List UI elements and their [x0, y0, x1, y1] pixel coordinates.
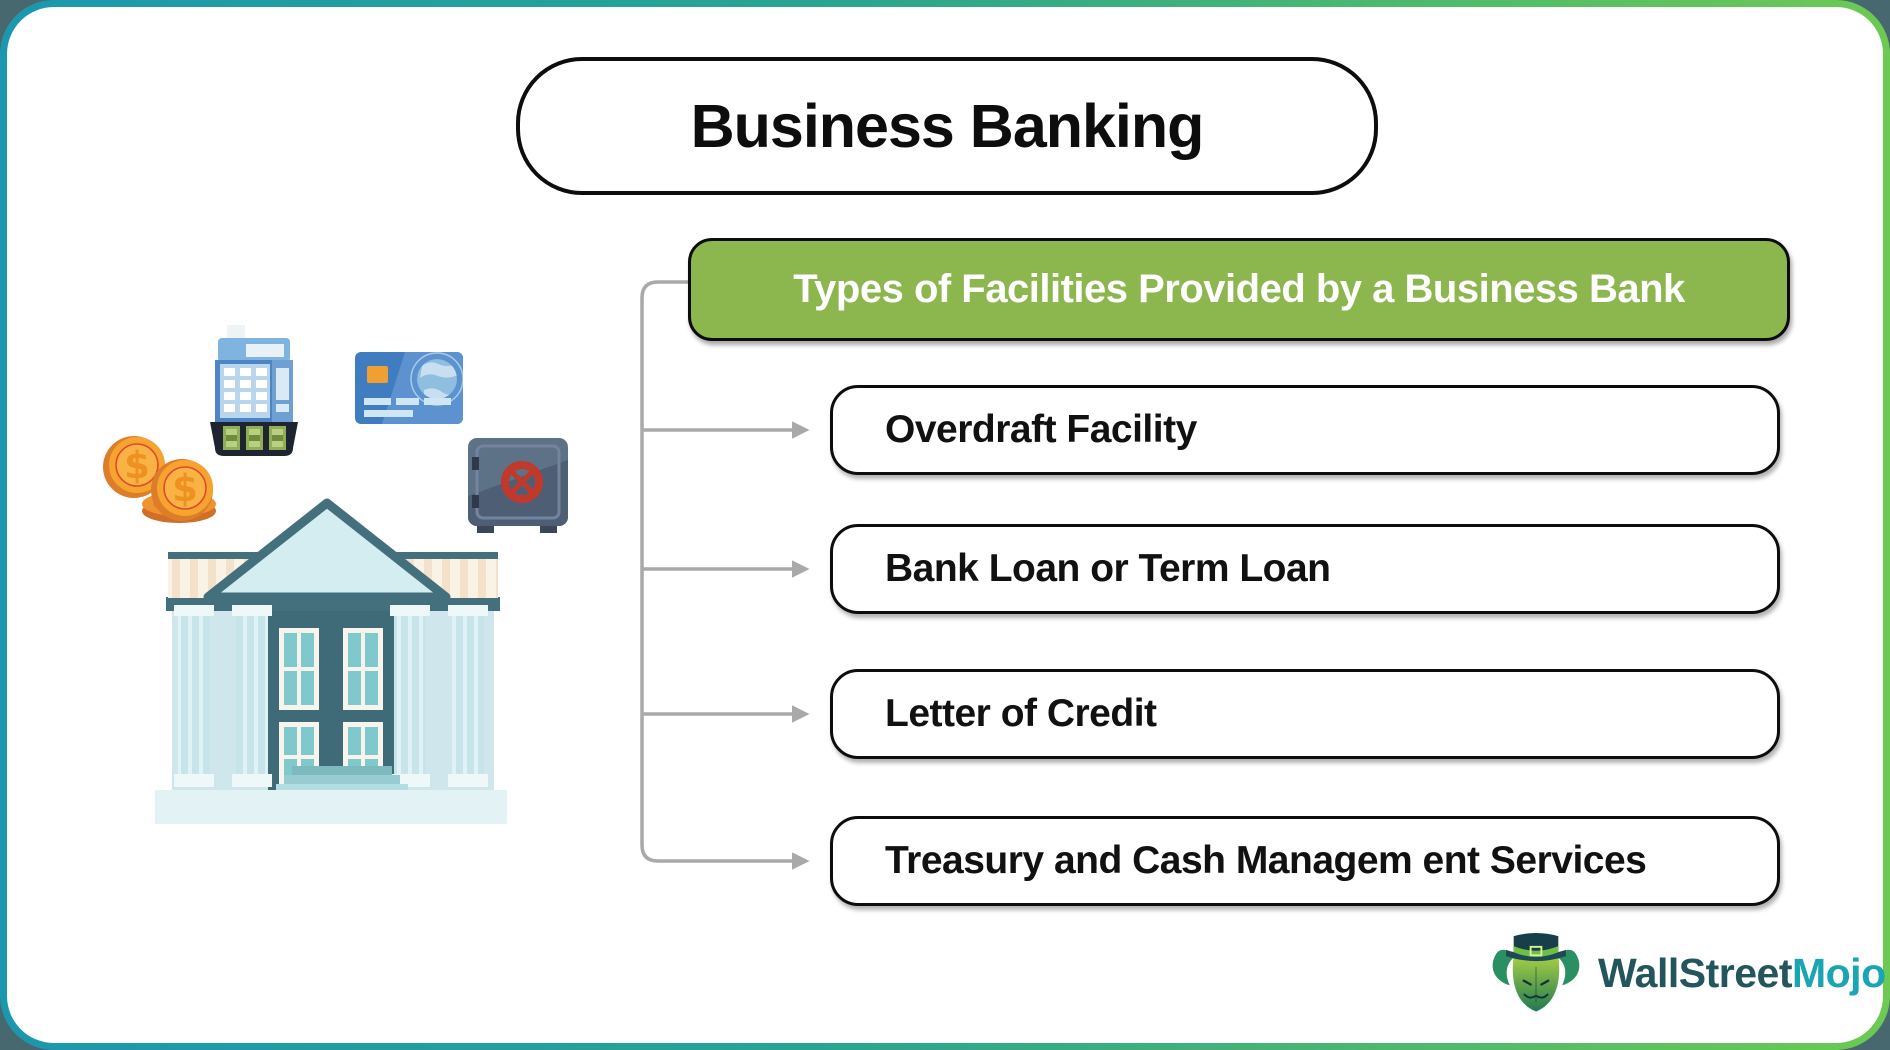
wallstreetmojo-logo: WallStreetMojo: [1486, 926, 1886, 1020]
logo-text-mojo: Mojo: [1791, 949, 1886, 996]
credit-card-icon: [355, 352, 463, 424]
facility-box-bank-loan: Bank Loan or Term Loan: [830, 524, 1780, 614]
bank-building-icon: [155, 498, 507, 824]
facility-label: Letter of Credit: [885, 692, 1157, 735]
bank-safe-icon: [468, 438, 568, 533]
bank-columns: [174, 605, 488, 787]
facility-label: Bank Loan or Term Loan: [885, 547, 1331, 590]
title-box: Business Banking: [516, 57, 1378, 195]
page-title: Business Banking: [690, 92, 1205, 160]
facility-box-treasury: Treasury and Cash Managem ent Services: [830, 816, 1780, 906]
header-box-label: Types of Facilities Provided by a Busine…: [793, 267, 1685, 311]
facility-label: Overdraft Facility: [885, 408, 1197, 451]
logo-text-wallstreet: WallStreet: [1598, 949, 1792, 996]
bull-mascot-icon: [1492, 933, 1580, 1012]
gold-coins-icon: $ $ $: [103, 436, 216, 523]
svg-text:$: $: [172, 467, 198, 510]
svg-text:$: $: [124, 444, 150, 487]
banking-illustration: $ $ $: [103, 325, 568, 824]
facility-box-overdraft: Overdraft Facility: [830, 385, 1780, 475]
card-payment-terminal-icon: [210, 325, 298, 456]
header-box: Types of Facilities Provided by a Busine…: [688, 238, 1790, 341]
logo-text: WallStreetMojo: [1598, 950, 1886, 997]
facility-label: Treasury and Cash Managem ent Services: [885, 839, 1647, 882]
facility-box-letter-of-credit: Letter of Credit: [830, 669, 1780, 759]
